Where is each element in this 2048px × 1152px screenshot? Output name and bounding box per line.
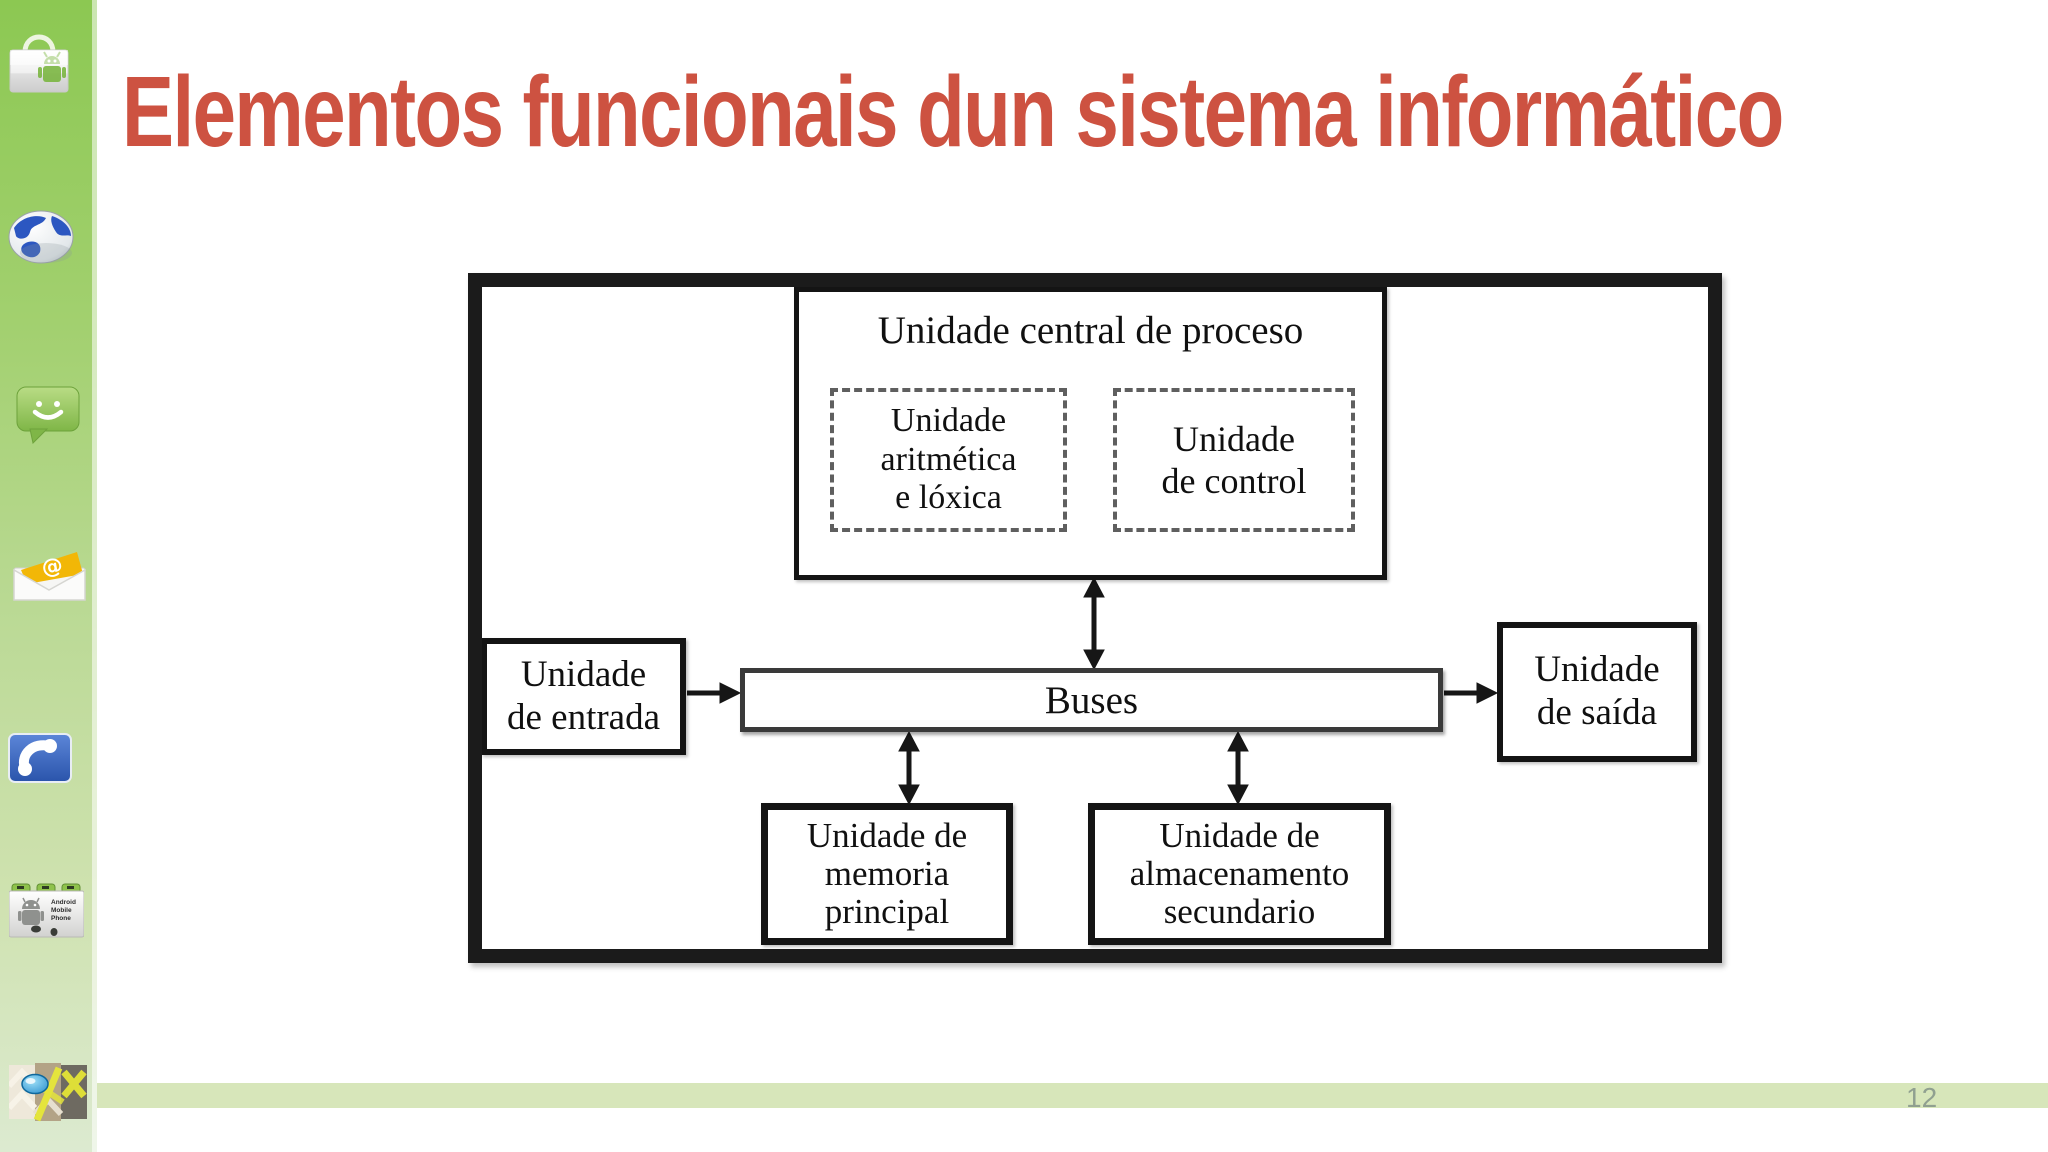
buses-bar: Buses [740, 668, 1443, 732]
memory-unit-box: Unidade de memoria principal [761, 803, 1013, 945]
arrow-buses-storage [1227, 730, 1249, 806]
output-unit-box: Unidade de saída [1497, 622, 1697, 762]
buses-label: Buses [1044, 678, 1139, 722]
control-unit-line: Unidade [1173, 418, 1295, 459]
footer-bar [97, 1083, 2048, 1108]
control-unit-line: de control [1161, 461, 1307, 501]
memory-unit-line: principal [824, 891, 950, 931]
storage-unit-line: secundario [1163, 891, 1316, 931]
contacts-icon-label-line: Phone [51, 915, 71, 922]
alu-line: Unidade [890, 402, 1007, 440]
cpu-title: Unidade central de proceso [877, 309, 1304, 352]
computer-system-diagram: Unidade central de proceso Unidade aritm… [468, 273, 1722, 963]
alu-line: e lóxica [895, 479, 1002, 517]
arrow-buses-memory [898, 730, 920, 806]
input-unit-line: Unidade [520, 653, 647, 695]
contacts-icon: Android Mobile Phone [8, 882, 85, 938]
storage-unit-line: almacenamento [1129, 854, 1350, 894]
storage-unit-line: Unidade de [1159, 816, 1320, 856]
svg-text:@: @ [40, 553, 65, 580]
android-market-icon [8, 24, 70, 96]
storage-unit-box: Unidade de almacenamento secundario [1088, 803, 1391, 945]
alu-line: aritmética [880, 440, 1017, 478]
arrow-cpu-buses [1083, 576, 1105, 671]
input-unit-line: de entrada [506, 696, 661, 738]
sidebar: @ [0, 0, 97, 1152]
arrow-buses-output [1444, 682, 1499, 704]
control-unit-box: Unidade de control [1113, 388, 1355, 532]
contacts-icon-label-line: Android [51, 899, 76, 906]
messaging-icon [16, 386, 80, 445]
sidebar-edge-highlight [92, 0, 97, 1152]
output-unit-line: Unidade [1534, 649, 1660, 691]
slide-title: Elementos funcionais dun sistema informá… [122, 56, 1784, 168]
page-number: 12 [1906, 1082, 1938, 1113]
memory-unit-line: memoria [824, 854, 950, 894]
memory-unit-line: Unidade de [806, 816, 968, 856]
phone-icon [8, 733, 72, 783]
globe-icon [8, 210, 74, 264]
contacts-icon-label-line: Mobile [51, 907, 72, 914]
output-unit-line: de saída [1536, 692, 1658, 733]
alu-box: Unidade aritmética e lóxica [830, 388, 1067, 532]
arrow-input-buses [687, 682, 742, 704]
email-icon: @ [11, 548, 88, 602]
input-unit-box: Unidade de entrada [481, 638, 686, 755]
maps-icon [6, 1062, 87, 1122]
